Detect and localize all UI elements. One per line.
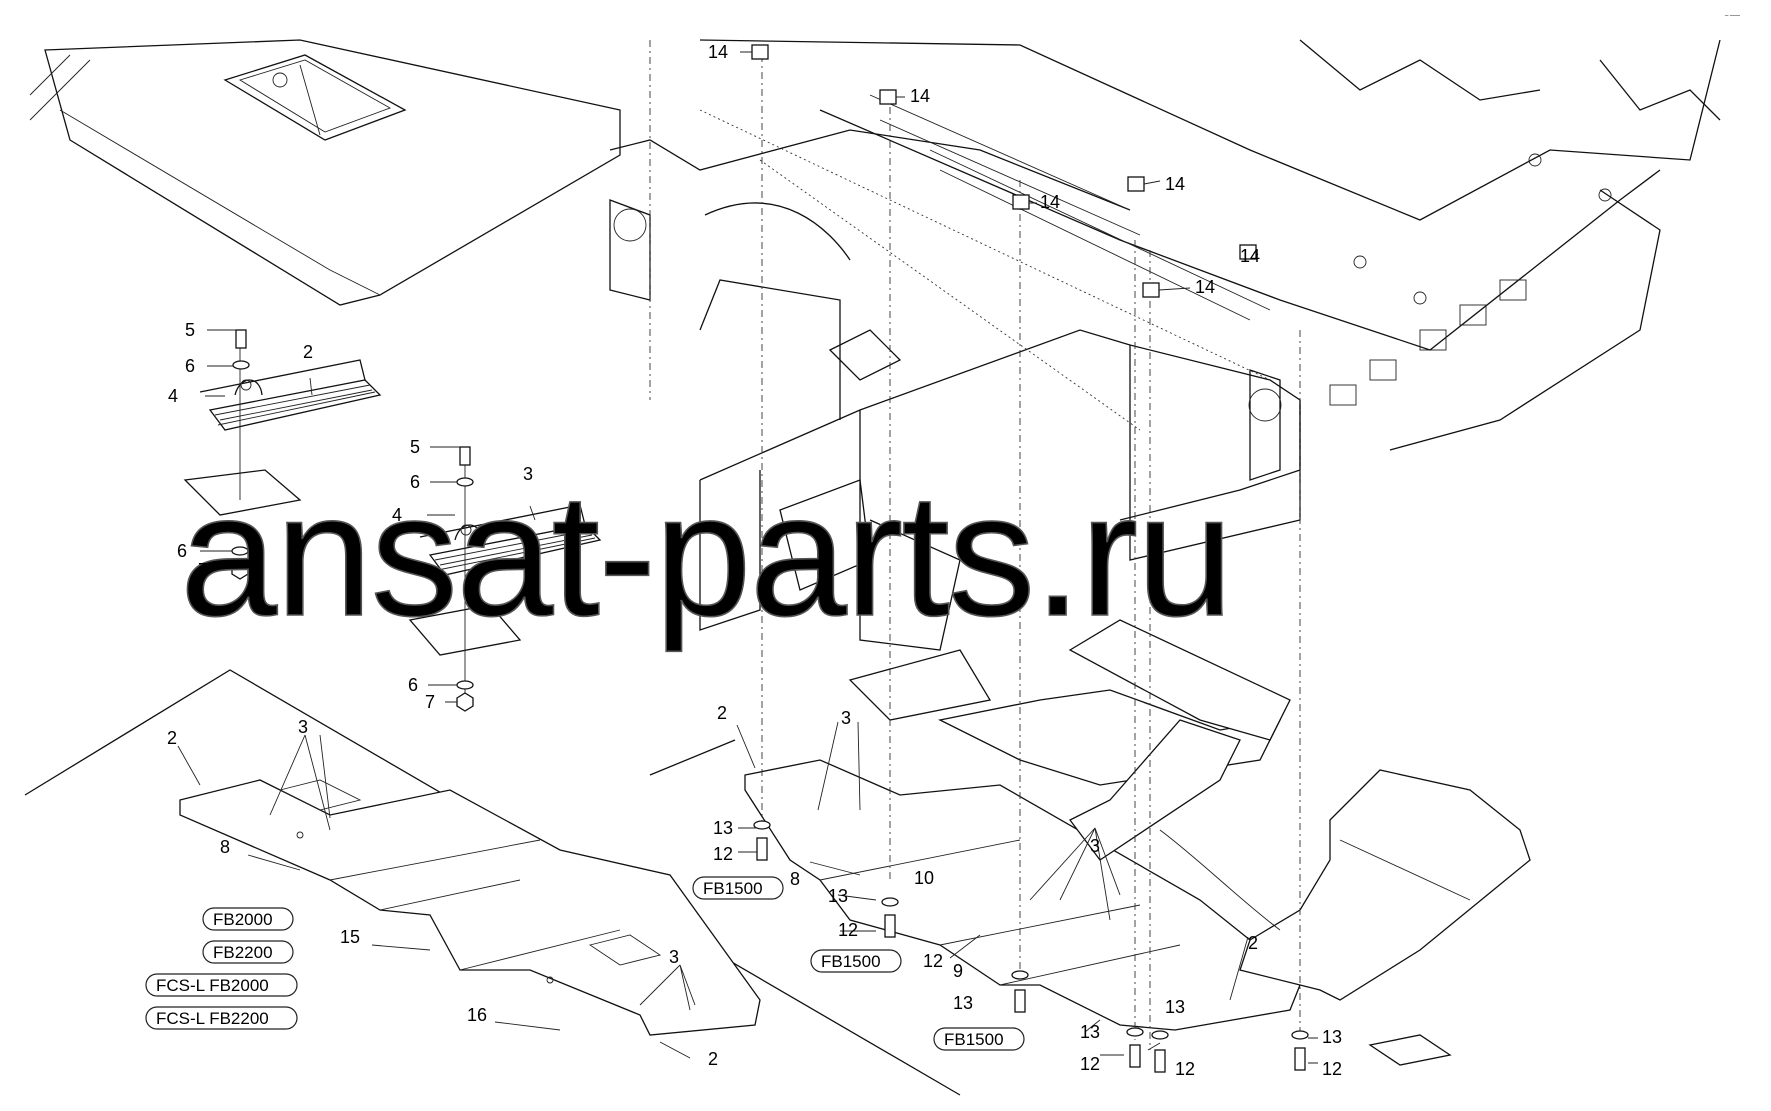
engine-cover bbox=[29, 39, 621, 306]
callout-label: 10 bbox=[914, 868, 934, 888]
callout-label: 3 bbox=[669, 947, 679, 967]
callout-label: 14 bbox=[1195, 277, 1215, 297]
callout-label: 3 bbox=[298, 717, 308, 737]
lower-left-plate bbox=[24, 669, 961, 1096]
washer-13 bbox=[1151, 1030, 1169, 1040]
callout-labels: 14 14 14 14 14 14 14 5 6 4 2 5 6 3 4 6 7… bbox=[167, 42, 1342, 1079]
corner-mark: _ ___ bbox=[1724, 10, 1741, 16]
callout-label: 13 bbox=[828, 886, 848, 906]
washer-13 bbox=[753, 820, 771, 830]
badge-fb1500: FB1500 bbox=[933, 1027, 1025, 1051]
bolt-12 bbox=[884, 914, 896, 938]
clip-14 bbox=[879, 89, 897, 105]
callout-label: 2 bbox=[717, 703, 727, 723]
model-badges: FB1500 FB1500 FB1500 FB2000 FB2200 FCS-L… bbox=[145, 876, 1025, 1051]
badge-fcs-l-fb2200: FCS-L FB2200 bbox=[145, 1006, 298, 1030]
callout-label: 3 bbox=[1090, 836, 1100, 856]
callout-label: 4 bbox=[168, 386, 178, 406]
watermark: ansat-parts.ru bbox=[180, 458, 1232, 653]
lower-center-plates bbox=[649, 619, 1531, 1066]
callout-label: 15 bbox=[340, 927, 360, 947]
clip-14 bbox=[1127, 176, 1145, 192]
callout-label: 7 bbox=[198, 560, 208, 580]
callout-label: 5 bbox=[410, 437, 420, 457]
callout-label: 14 bbox=[910, 86, 930, 106]
nut-7 bbox=[456, 692, 474, 712]
washer-13 bbox=[1011, 970, 1029, 980]
callout-label: 2 bbox=[303, 342, 313, 362]
centre-lines bbox=[649, 40, 1301, 1050]
callout-label: 6 bbox=[177, 541, 187, 561]
nut-7 bbox=[231, 560, 249, 580]
callout-label: 12 bbox=[838, 920, 858, 940]
callout-label: 8 bbox=[790, 869, 800, 889]
badge-fb2200: FB2200 bbox=[202, 940, 294, 964]
badge-fb1500: FB1500 bbox=[810, 949, 902, 973]
callout-label: 12 bbox=[1080, 1054, 1100, 1074]
bolt-12 bbox=[1294, 1047, 1306, 1071]
callout-label: 16 bbox=[467, 1005, 487, 1025]
callout-label: 13 bbox=[713, 818, 733, 838]
washer-13 bbox=[1126, 1027, 1144, 1037]
badge-fb2000: FB2000 bbox=[202, 907, 294, 931]
bolt-12 bbox=[756, 837, 768, 861]
washer-13 bbox=[1291, 1030, 1309, 1040]
bolt-12 bbox=[1129, 1044, 1141, 1068]
callout-label: 6 bbox=[185, 356, 195, 376]
callout-label: 13 bbox=[953, 993, 973, 1013]
callout-label: 2 bbox=[167, 728, 177, 748]
callout-label: 4 bbox=[392, 505, 402, 525]
callout-label: 13 bbox=[1080, 1022, 1100, 1042]
callout-label: 14 bbox=[708, 42, 728, 62]
fasteners bbox=[231, 329, 1309, 1073]
svg-text:FB2200: FB2200 bbox=[213, 943, 273, 962]
svg-text:FB2000: FB2000 bbox=[213, 910, 273, 929]
badge-fcs-l-fb2000: FCS-L FB2000 bbox=[145, 973, 298, 997]
main-frame bbox=[609, 39, 1721, 721]
clip-14 bbox=[1142, 282, 1160, 298]
clip-14 bbox=[751, 44, 769, 60]
callout-label: 6 bbox=[410, 472, 420, 492]
bolt-5 bbox=[235, 329, 247, 349]
svg-text:FCS-L FB2200: FCS-L FB2200 bbox=[156, 1009, 269, 1028]
callout-label: 13 bbox=[1322, 1027, 1342, 1047]
badge-fb1500: FB1500 bbox=[692, 876, 784, 900]
svg-text:FB1500: FB1500 bbox=[703, 879, 763, 898]
callout-label: 14 bbox=[1040, 192, 1060, 212]
clips bbox=[751, 44, 1257, 298]
callout-label: 6 bbox=[408, 675, 418, 695]
svg-text:FB1500: FB1500 bbox=[821, 952, 881, 971]
bolt-12 bbox=[1154, 1049, 1166, 1073]
callout-label: 14 bbox=[1165, 174, 1185, 194]
washer-6 bbox=[232, 360, 250, 370]
brush-assembly bbox=[183, 340, 602, 700]
callout-label: 12 bbox=[1322, 1059, 1342, 1079]
callout-label: 7 bbox=[425, 692, 435, 712]
callout-label: 5 bbox=[185, 320, 195, 340]
callout-label: 3 bbox=[841, 708, 851, 728]
callout-label: 12 bbox=[713, 844, 733, 864]
callout-label: 2 bbox=[1248, 933, 1258, 953]
washer-13 bbox=[881, 897, 899, 907]
callout-label: 12 bbox=[1175, 1059, 1195, 1079]
bolt-12 bbox=[1014, 989, 1026, 1013]
callout-label: 14 bbox=[1240, 246, 1260, 266]
washer-6 bbox=[456, 680, 474, 690]
callout-label: 9 bbox=[953, 961, 963, 981]
callout-label: 3 bbox=[523, 464, 533, 484]
leader-lines bbox=[177, 51, 1318, 1064]
callout-label: 12 bbox=[923, 951, 943, 971]
bolt-5 bbox=[459, 446, 471, 466]
svg-text:FB1500: FB1500 bbox=[944, 1030, 1004, 1049]
callout-label: 2 bbox=[708, 1049, 718, 1069]
callout-label: 8 bbox=[220, 837, 230, 857]
svg-text:FCS-L FB2000: FCS-L FB2000 bbox=[156, 976, 269, 995]
callout-label: 13 bbox=[1165, 997, 1185, 1017]
clip-14 bbox=[1012, 194, 1030, 210]
